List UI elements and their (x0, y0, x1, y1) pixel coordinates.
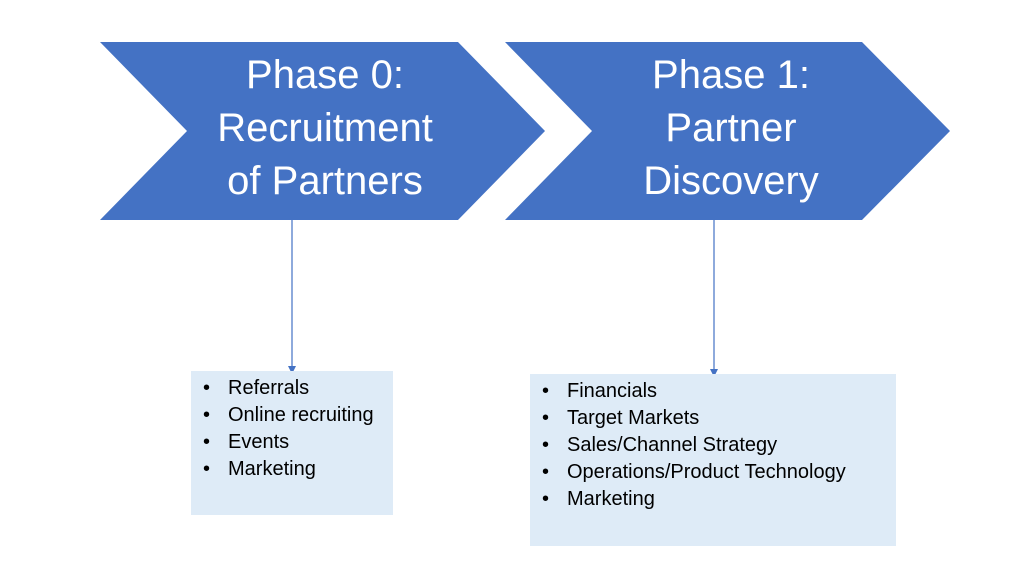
list-item: Operations/Product Technology (530, 459, 896, 486)
phase-0-details-box: Referrals Online recruiting Events Marke… (191, 371, 393, 515)
phase-1-title: Phase 1: Partner Discovery (611, 49, 851, 208)
list-item: Referrals (191, 375, 393, 402)
phase-1-details-box: Financials Target Markets Sales/Channel … (530, 374, 896, 546)
phase-1-title-line: Partner (665, 106, 797, 150)
phase-0-title-line: Phase 0: (246, 53, 404, 97)
phase-1-chevron (505, 42, 950, 220)
phase-0-title-line: of Partners (227, 159, 423, 203)
list-item: Sales/Channel Strategy (530, 432, 896, 459)
phase-1-title-line: Discovery (643, 159, 819, 203)
phase-1-title-line: Phase 1: (652, 53, 810, 97)
list-item: Target Markets (530, 405, 896, 432)
phase-0-chevron (100, 42, 545, 220)
phase-0-title-line: Recruitment (217, 106, 433, 150)
phase-0-title: Phase 0: Recruitment of Partners (205, 49, 445, 208)
list-item: Online recruiting (191, 402, 393, 429)
list-item: Marketing (191, 456, 393, 483)
phase-1-item-list: Financials Target Markets Sales/Channel … (530, 378, 896, 513)
list-item: Events (191, 429, 393, 456)
list-item: Financials (530, 378, 896, 405)
list-item: Marketing (530, 486, 896, 513)
phase-0-item-list: Referrals Online recruiting Events Marke… (191, 375, 393, 483)
